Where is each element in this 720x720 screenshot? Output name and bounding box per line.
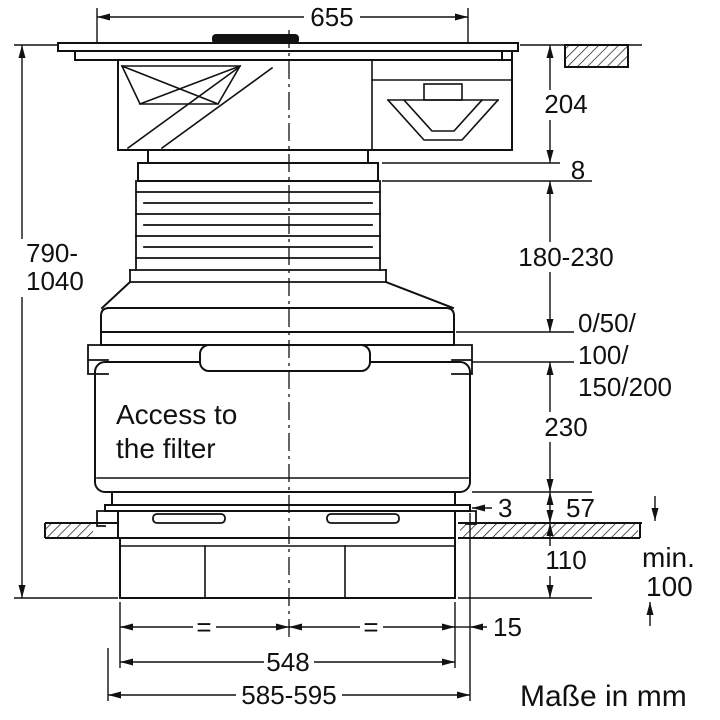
mounting-brackets [87,344,473,375]
dim-panel-gap-label: 3 [498,493,512,523]
dim-flange-label: 8 [571,155,585,185]
dim-base-section-label: 110 [545,545,586,575]
filter-collar-notch [199,344,371,372]
dim-spacer-label3: 150/200 [578,372,672,402]
transition-plenum [100,280,455,346]
dim-duct-range-label: 180-230 [518,242,613,272]
filter-frame-brace [120,64,274,150]
dim-overall-height-label1: 790- [26,238,78,268]
air-inlet-grille [212,34,299,44]
units-note: Maße in mm [520,680,687,713]
plinth-assembly [96,491,477,539]
dim-equal-right-label: = [363,612,378,642]
dim-spacer-label2: 100/ [578,340,629,370]
filter-access-label-line2: the filter [116,433,216,464]
flex-duct [129,180,387,283]
dim-equal-left-label: = [196,612,211,642]
dim-edge-offset-label: 15 [493,612,522,642]
dim-overall-height [14,44,118,599]
floor-panel-right [460,523,638,538]
dim-top-width-label: 655 [310,2,353,32]
worktop-section [564,44,629,68]
appliance-section-view [57,34,519,599]
dim-spacer-label1: 0/50/ [578,308,637,338]
filter-access-label-line1: Access to [116,399,237,430]
dim-filter-section-label: 230 [544,412,587,442]
dim-top-width [96,8,469,42]
hob-top [57,34,519,61]
duct-collar [137,149,379,182]
dim-cutout-width-label: 585-595 [241,680,336,710]
fixing-hook-left [96,510,106,527]
handle-slot-right [326,513,400,524]
dim-plinth-upper-label: 57 [566,493,595,523]
dim-overall-height-label2: 1040 [26,266,84,296]
dim-clearance-value: 100 [646,571,693,602]
base-box [119,537,456,599]
blower-impeller [371,59,513,151]
floor-panel-left [45,523,93,538]
dim-clearance-prefix: min. [642,542,695,573]
fan-housing [117,50,513,151]
labels: 655 790- 1040 204 8 180-230 0/50/ 100/ 1… [16,2,695,713]
handle-slot-left [152,513,226,524]
floor-panels [44,522,642,539]
dim-clearance [646,496,659,626]
dim-hob-section-label: 204 [544,89,587,119]
dim-inner-width-label: 548 [266,647,309,677]
filter-box [94,344,471,493]
